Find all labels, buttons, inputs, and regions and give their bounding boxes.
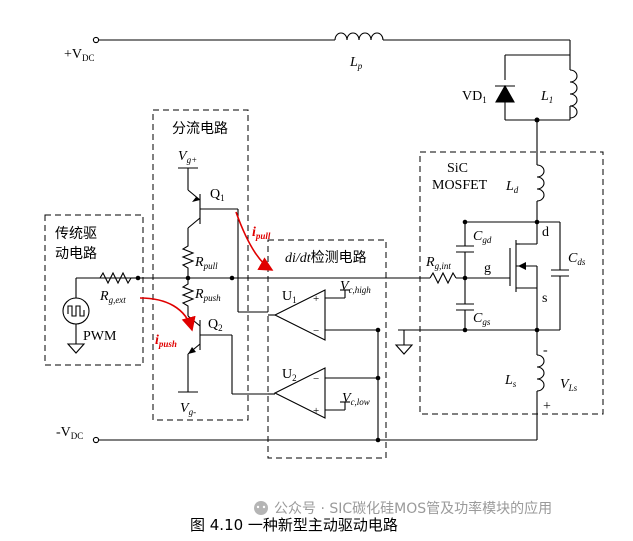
- shunt-circuit: [100, 168, 398, 395]
- vdc-minus-label: -VDC: [56, 425, 83, 441]
- traditional-driver: [62, 271, 138, 354]
- ls-inductor: [536, 330, 545, 440]
- opamp-u1: [273, 289, 326, 341]
- rg-int-label: Rg,int: [425, 255, 451, 271]
- rg-ext-label: Rg,ext: [99, 289, 126, 305]
- sic-mosfet-internals: [456, 221, 569, 331]
- vdc-plus-rail: [92, 32, 571, 55]
- ls-label: Ls: [504, 373, 517, 389]
- rg-int-resistor: [398, 271, 510, 285]
- didt-box-title: di/dt检测电路: [285, 250, 367, 266]
- q1-label: Q1: [210, 187, 225, 203]
- u2-minus: −: [313, 373, 319, 385]
- vls-minus-sign: -: [543, 343, 548, 358]
- ld-label: Ld: [505, 179, 519, 195]
- vls-label: VLs: [560, 377, 578, 393]
- lp-label: Lp: [349, 55, 363, 71]
- traditional-box-title-2: 动电路: [55, 246, 97, 262]
- ipush-arrow: [139, 297, 196, 332]
- vd1-l1-parallel: [495, 54, 578, 165]
- vc-low-label: Vc,low: [342, 391, 370, 407]
- didt-detection: [268, 289, 379, 440]
- drain-label: d: [542, 225, 549, 240]
- cds-label: Cds: [568, 251, 586, 267]
- vg-plus-label: Vg+: [178, 149, 197, 165]
- shunt-circuit-box: [152, 109, 249, 421]
- rpull-label: Rpull: [194, 255, 218, 271]
- u2-label: U2: [282, 367, 297, 383]
- rpush-label: Rpush: [194, 287, 221, 303]
- u1-minus: −: [313, 325, 319, 337]
- ld-inductor: [536, 164, 545, 222]
- u1-plus: +: [313, 293, 319, 305]
- traditional-driver-box: [44, 214, 144, 366]
- watermark-text: 公众号 · SIC碳化硅MOS管及功率模块的应用: [274, 500, 552, 517]
- vc-high-label: Vc,high: [340, 279, 371, 295]
- source-label: s: [542, 291, 547, 306]
- sic-mosfet-box: [419, 151, 604, 415]
- didt-detection-box: [267, 239, 387, 459]
- sic-title-2: MOSFET: [432, 178, 488, 193]
- gate-label: g: [484, 261, 491, 276]
- traditional-box-title-1: 传统驱: [55, 226, 97, 242]
- u1-label: U1: [282, 289, 297, 305]
- q2-label: Q2: [208, 317, 223, 333]
- shunt-box-title: 分流电路: [172, 121, 228, 137]
- l1-label: L1: [540, 89, 553, 105]
- vd1-label: VD1: [462, 89, 487, 105]
- opamp-u2: [273, 367, 326, 419]
- vdc-minus-rail: [92, 436, 537, 444]
- watermark: 公众号 · SIC碳化硅MOS管及功率模块的应用: [254, 500, 552, 517]
- ipush-label: ipush: [155, 333, 177, 349]
- vg-minus-label: Vg-: [180, 401, 196, 417]
- cgd-label: Cgd: [473, 229, 492, 245]
- cgs-label: Cgs: [473, 311, 491, 327]
- u2-plus: +: [313, 405, 319, 417]
- vls-plus-sign: +: [543, 399, 551, 414]
- ground-sense: [394, 329, 465, 355]
- figure-caption: 图 4.10 一种新型主动驱动电路: [190, 516, 398, 534]
- vdc-plus-label: +VDC: [64, 47, 95, 63]
- ipull-label: ipull: [252, 225, 271, 241]
- ipull-arrow: [235, 211, 274, 271]
- pwm-label: PWM: [83, 329, 117, 344]
- sic-title-1: SiC: [447, 161, 468, 176]
